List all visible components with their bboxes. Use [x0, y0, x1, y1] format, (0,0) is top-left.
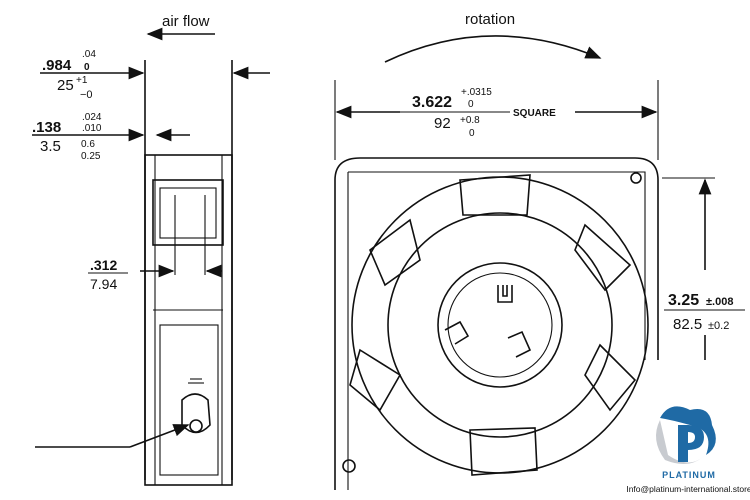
- flange-mm: 3.5: [40, 138, 61, 155]
- hole-spacing-mm-tol: ±0.2: [708, 320, 729, 332]
- width-in-tol-minus: 0: [468, 99, 474, 110]
- width-mm-tol-plus: +0.8: [460, 115, 480, 126]
- slot-mm: 7.94: [90, 276, 117, 292]
- depth-mm-tol-plus: +1: [76, 75, 88, 86]
- platinum-p-mark: [678, 425, 704, 462]
- depth-in: .984: [42, 57, 72, 74]
- front-view: rotation 3.622 +.0315 0 92 +0.8 0 SQUARE: [334, 11, 745, 490]
- rotation-label: rotation: [465, 11, 515, 28]
- flange-in-tol-minus: .010: [82, 123, 102, 134]
- depth-mm-tol-minus: −0: [80, 89, 93, 101]
- brand-name: PLATINUM: [662, 470, 716, 480]
- rotation-arrow: [384, 35, 602, 63]
- mounting-hole-bottom-left: [342, 459, 356, 473]
- air-flow-label: air flow: [162, 13, 210, 30]
- width-in-tol-plus: +.0315: [461, 87, 492, 98]
- hole-spacing-in: 3.25: [668, 292, 699, 309]
- depth-in-tol-plus: .04: [82, 49, 96, 60]
- flange-mm-tol-plus: 0.6: [81, 139, 95, 150]
- platinum-logo: PLATINUM Info@platinum-international.sto…: [626, 406, 750, 494]
- fan-body-side: [144, 154, 233, 486]
- depth-mm: 25: [57, 77, 74, 94]
- hole-spacing-mm: 82.5: [673, 316, 702, 333]
- brand-email: Info@platinum-international.store: [626, 484, 750, 494]
- fan-frame: [334, 157, 659, 490]
- depth-in-tol-minus: 0: [84, 62, 90, 73]
- flange-in-tol-plus: .024: [82, 112, 102, 123]
- flange-in: .138: [32, 119, 61, 136]
- flange-mm-tol-minus: 0.25: [81, 151, 101, 162]
- impeller-rim: [387, 212, 613, 438]
- slot-in: .312: [90, 257, 117, 273]
- side-slot: [152, 179, 224, 246]
- hub: [437, 262, 563, 388]
- fan-blades: [349, 174, 637, 476]
- mounting-hole-top-right: [630, 172, 642, 184]
- lead-wire-arrow: [129, 424, 190, 448]
- lead-wire-grommet: [181, 393, 211, 434]
- square-label: SQUARE: [513, 108, 556, 119]
- width-mm: 92: [434, 115, 451, 132]
- side-view: air flow .984 .04 0 25 +1 −0 .138 .024 .…: [32, 13, 270, 486]
- hole-spacing-in-tol: ±.008: [706, 296, 733, 308]
- hub-clips: [444, 285, 532, 358]
- width-mm-tol-minus: 0: [469, 128, 475, 139]
- width-in: 3.622: [412, 94, 452, 111]
